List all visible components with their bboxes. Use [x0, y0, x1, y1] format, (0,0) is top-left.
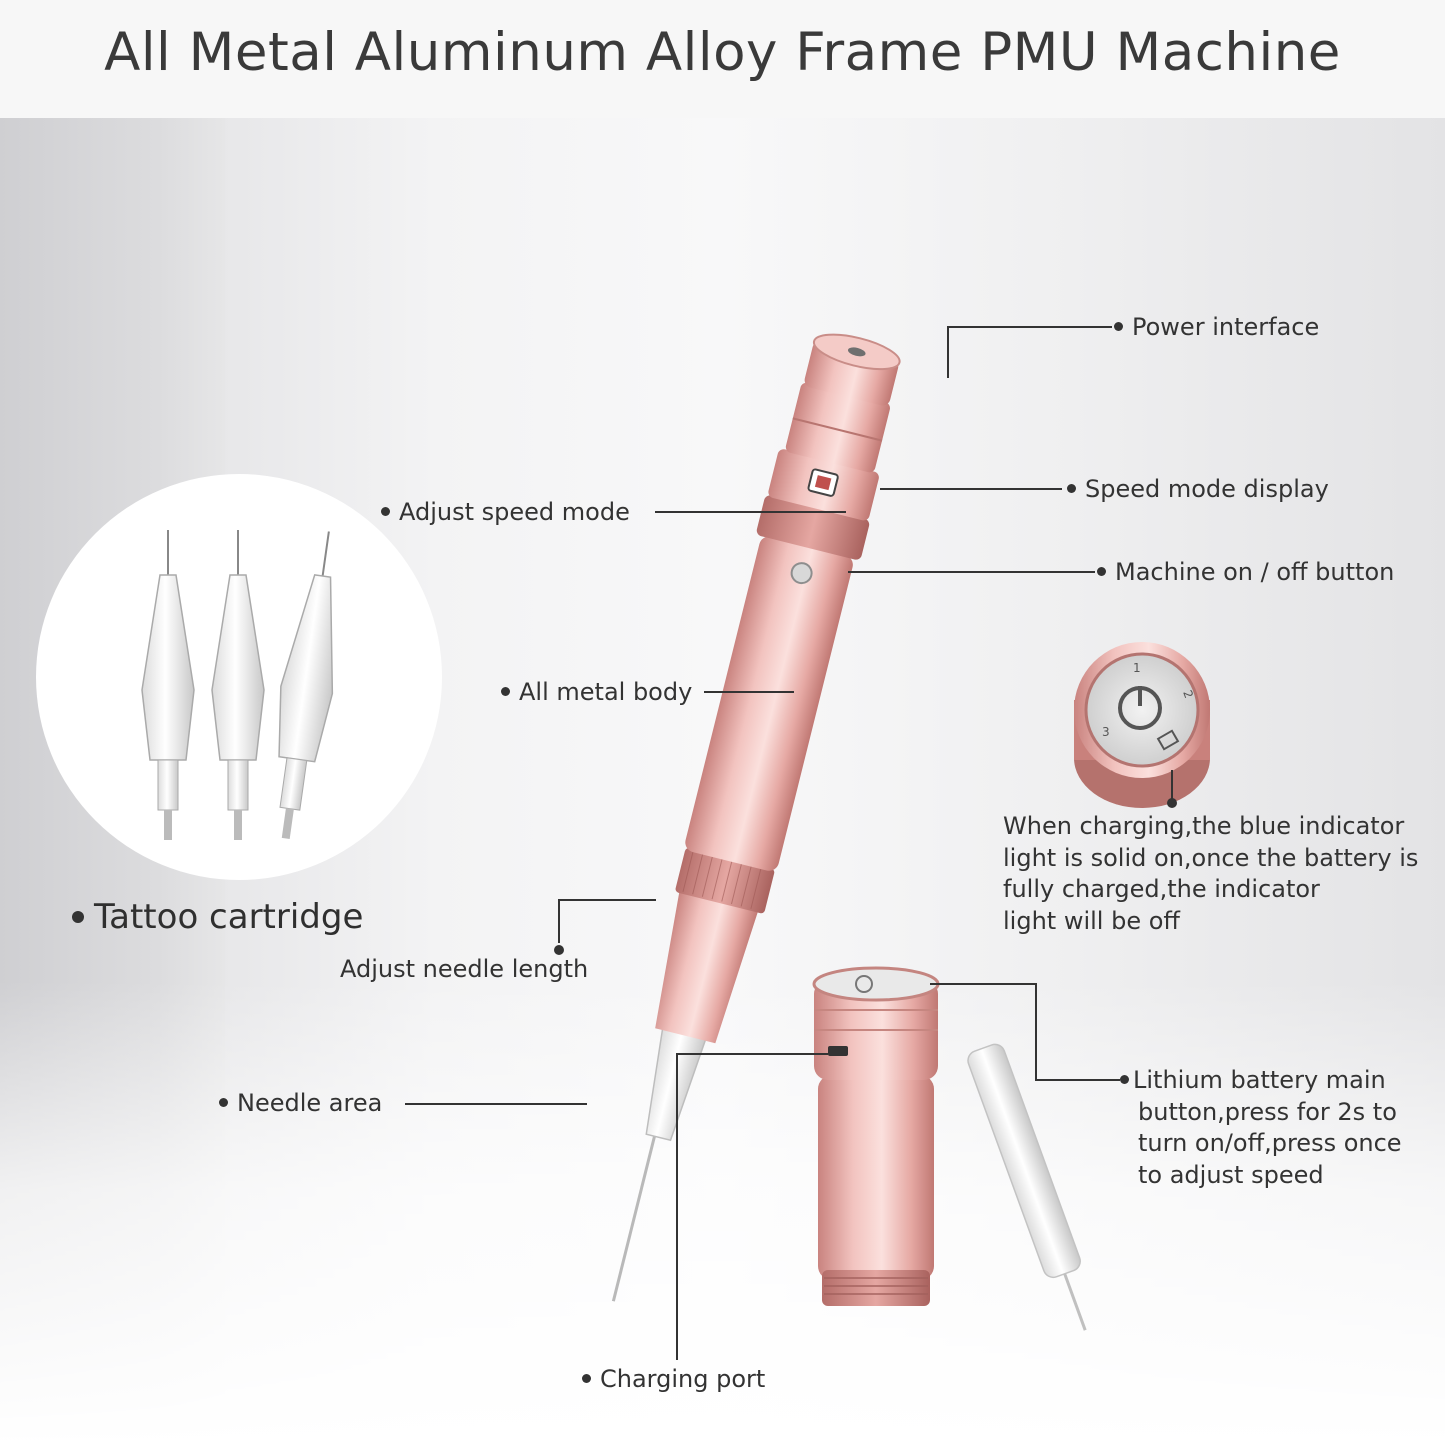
label-all-metal-body: All metal body [501, 676, 692, 708]
label-text: Charging port [600, 1365, 766, 1393]
note-line: light is solid on,once the battery is [1003, 843, 1419, 872]
leader-lines [405, 326, 1173, 1360]
battery-pack [812, 966, 1087, 1331]
note-line: to adjust speed [1138, 1160, 1324, 1189]
label-text: Machine on / off button [1115, 558, 1395, 586]
charging-indicator-note: When charging,the blue indicator light i… [1003, 811, 1418, 937]
bullet-dot [1114, 321, 1123, 331]
label-power-interface: Power interface [1114, 311, 1319, 343]
page-title: All Metal Aluminum Alloy Frame PMU Machi… [104, 22, 1341, 83]
label-adjust-speed-mode: Adjust speed mode [381, 496, 630, 528]
note-line: light will be off [1003, 906, 1180, 935]
dial-mark-1: 1 [1133, 661, 1141, 675]
note-line: button,press for 2s to [1138, 1097, 1397, 1126]
floor-reflection [0, 980, 1445, 1445]
bullet-dot [219, 1097, 228, 1107]
battery-dial-closeup [1074, 642, 1210, 808]
lithium-battery-note: Lithium battery main button,press for 2s… [1120, 1065, 1402, 1191]
bullet-dot [582, 1373, 591, 1383]
label-adjust-needle-length: Adjust needle length [340, 955, 589, 983]
tattoo-cartridges-image [141, 530, 334, 840]
note-line: turn on/off,press once [1138, 1129, 1402, 1157]
label-tattoo-cartridge: Tattoo cartridge [72, 897, 363, 937]
label-text: All metal body [519, 678, 693, 706]
label-text: Speed mode display [1085, 475, 1329, 503]
label-text: Power interface [1132, 313, 1320, 341]
bullet-dot [1120, 1074, 1129, 1084]
label-machine-on-off-button: Machine on / off button [1097, 556, 1394, 588]
dial-mark-2: 2 [1180, 688, 1196, 700]
bullet-dot [72, 910, 84, 923]
note-text: Lithium battery main [1133, 1066, 1386, 1094]
title-bar [0, 0, 1445, 118]
label-charging-port: Charging port [582, 1363, 765, 1395]
bullet-dot [501, 686, 510, 696]
dial-mark-3: 3 [1102, 725, 1110, 739]
label-text: Needle area [237, 1089, 383, 1117]
label-text: Tattoo cartridge [94, 897, 364, 937]
bullet-dot [1067, 483, 1076, 493]
bullet-dot [1097, 566, 1106, 576]
note-line: When charging,the blue indicator [1003, 812, 1405, 840]
label-needle-area: Needle area [219, 1087, 382, 1119]
note-line: Lithium battery main [1120, 1065, 1402, 1097]
note-line: fully charged,the indicator [1003, 875, 1320, 903]
label-text: Adjust speed mode [399, 498, 630, 526]
label-speed-mode-display: Speed mode display [1067, 473, 1329, 505]
pen-machine [611, 333, 901, 1302]
bullet-dot [381, 506, 390, 516]
